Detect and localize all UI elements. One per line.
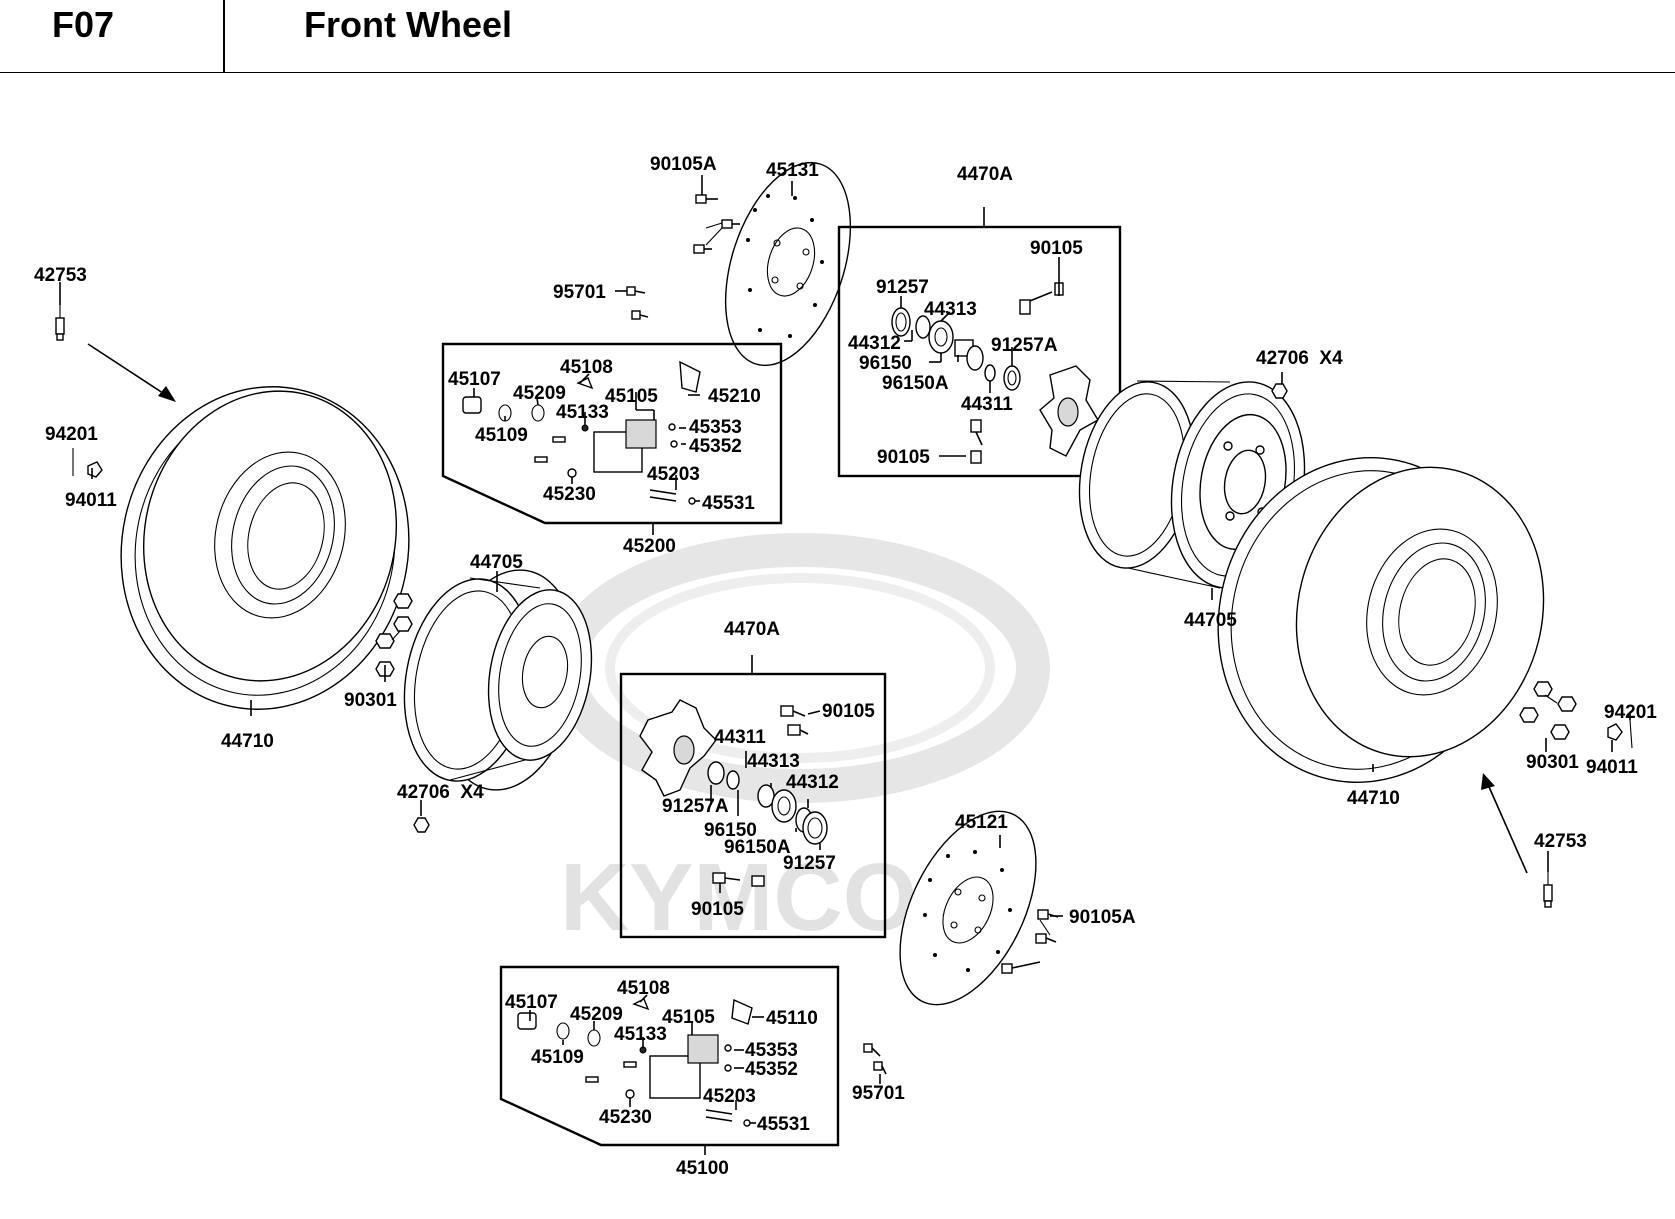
part-label: 45203: [647, 464, 700, 485]
part-label: 44312: [786, 772, 839, 793]
part-label: 44312: [848, 333, 901, 354]
part-label: 94011: [65, 490, 117, 511]
watermark-text: KYMCO: [560, 844, 917, 951]
part-label: 4470A: [724, 619, 780, 640]
part-label: 45105: [662, 1007, 715, 1028]
part-label: 90105A: [1069, 907, 1136, 928]
part-label: 45531: [757, 1114, 810, 1135]
part-label: 45107: [448, 369, 501, 390]
part-label: 44311: [714, 727, 766, 748]
part-label: 45109: [475, 425, 528, 446]
part-label: 95701: [553, 282, 606, 303]
valve-cap-right: [1607, 719, 1633, 749]
lug-nuts-right: [1519, 681, 1577, 740]
part-label: 44705: [470, 552, 523, 573]
hub-4470A-top-parts: [891, 270, 1099, 464]
part-label: 44313: [924, 299, 977, 320]
part-label: 45121: [955, 812, 1008, 833]
part-label: 45210: [708, 386, 761, 407]
arrow-valve-right: [1485, 779, 1528, 874]
part-label: 96150A: [882, 373, 949, 394]
part-label: 45105: [605, 386, 658, 407]
valve-stem-left: [55, 305, 65, 341]
part-label: 45200: [623, 536, 676, 557]
part-label: 44311: [961, 394, 1013, 415]
header-divider: [223, 0, 225, 73]
part-label: 45109: [531, 1047, 584, 1068]
part-label: 45133: [614, 1024, 667, 1045]
leader-lines: [59, 175, 1631, 1124]
part-label: 45352: [745, 1059, 798, 1080]
bleeder-95701-bottom: [863, 1043, 887, 1075]
page-title: Front Wheel: [304, 4, 512, 45]
part-label: 45108: [560, 357, 613, 378]
section-code: F07: [52, 4, 115, 45]
part-label: 45209: [570, 1004, 623, 1025]
hub-box-4470A-bottom: [619, 672, 887, 939]
bleeder-95701-top: [626, 286, 649, 320]
part-label: 45531: [702, 493, 755, 514]
part-label: 96150: [859, 353, 912, 374]
valve-cap-left: [72, 448, 103, 478]
part-label: 45131: [766, 160, 819, 181]
tire-left: [120, 386, 410, 710]
arrow-valve-left: [87, 343, 173, 400]
part-label: 45230: [599, 1107, 652, 1128]
nut-42706-right: [1271, 383, 1288, 399]
part-label: 91257: [876, 277, 929, 298]
part-label: 44710: [221, 731, 274, 752]
tire-right: [1217, 457, 1545, 783]
hub-4470A-bottom-parts: [639, 699, 828, 887]
part-label: 45353: [689, 417, 742, 438]
part-label: 91257A: [662, 796, 729, 817]
caliper-box-45100: [499, 965, 840, 1147]
part-label: 44705: [1184, 610, 1237, 631]
part-label: 45230: [543, 484, 596, 505]
part-label: 90105: [691, 899, 744, 920]
brake-rotor-45121: [899, 810, 1037, 1006]
part-label: 45203: [703, 1086, 756, 1107]
lug-nuts-left: [375, 593, 413, 677]
valve-stem-right: [1543, 872, 1553, 908]
part-label: 94201: [1604, 702, 1657, 723]
part-label: 91257A: [991, 335, 1058, 356]
part-label: 90301: [344, 690, 397, 711]
brake-rotor-45131: [724, 161, 852, 367]
part-label: 45352: [689, 436, 742, 457]
page-header: F07 Front Wheel: [0, 0, 1675, 73]
part-label: 90105: [1030, 238, 1083, 259]
hub-box-4470A-top: [837, 225, 1122, 478]
part-label: 90105A: [650, 154, 717, 175]
part-label: 42706 X4: [397, 782, 484, 803]
part-label: 96150: [704, 820, 757, 841]
part-label: 90105: [877, 447, 930, 468]
caliper-45100-parts: [517, 998, 753, 1127]
part-label: 45100: [676, 1158, 729, 1179]
part-labels: 42753 94201 94011 44710 90301 44705 4270…: [34, 154, 1657, 1179]
bolts-90105A-top: [693, 194, 740, 254]
part-label: 44313: [747, 751, 800, 772]
part-label: 95701: [852, 1083, 905, 1104]
nut-42706-left: [413, 817, 430, 833]
part-label: 90105: [822, 701, 875, 722]
part-label: 91257: [783, 853, 836, 874]
part-label: 42706 X4: [1256, 348, 1343, 369]
part-label: 94201: [45, 424, 98, 445]
caliper-box-45200: [441, 342, 783, 525]
part-label: 45108: [617, 978, 670, 999]
part-label: 42753: [1534, 831, 1587, 852]
part-label: 90301: [1526, 752, 1579, 773]
part-label: 45133: [556, 402, 609, 423]
part-label: 45107: [505, 992, 558, 1013]
part-label: 45209: [513, 383, 566, 404]
part-label: 45353: [745, 1040, 798, 1061]
part-label: 44710: [1347, 788, 1400, 809]
rim-left: [403, 569, 593, 791]
part-label: 42753: [34, 265, 87, 286]
part-label: 45110: [766, 1008, 818, 1029]
part-label: 4470A: [957, 164, 1013, 185]
part-label: 96150A: [724, 837, 791, 858]
part-label: 94011: [1586, 757, 1638, 778]
